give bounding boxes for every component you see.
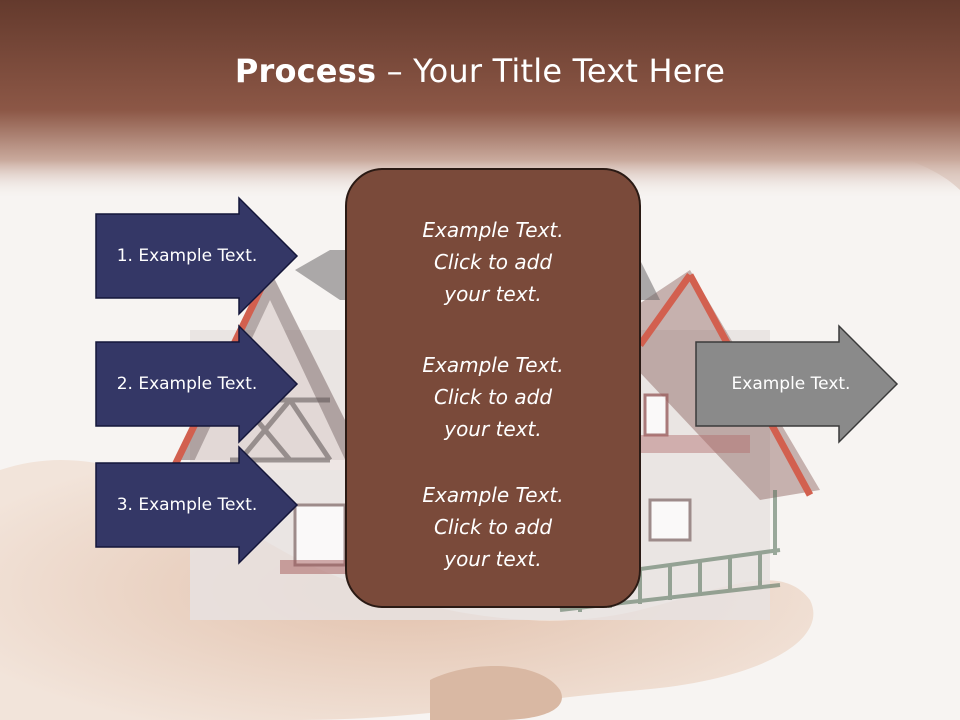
- center-block-1-line-3: your text.: [444, 282, 542, 306]
- left-arrow-1-label: 1. Example Text.: [116, 246, 258, 266]
- left-arrow-1[interactable]: [95, 196, 299, 316]
- center-block-2-line-2: Click to add: [433, 385, 553, 409]
- right-arrow[interactable]: [695, 324, 899, 444]
- left-arrow-3[interactable]: [95, 445, 299, 565]
- center-block-1-line-1: Example Text.: [422, 218, 564, 242]
- center-block-3-line-1: Example Text.: [422, 483, 564, 507]
- center-text-block-1: Example Text. Click to add your text.: [347, 214, 639, 310]
- left-arrow-2-label: 2. Example Text.: [116, 374, 258, 394]
- center-block-2-line-3: your text.: [444, 417, 542, 441]
- slide-title[interactable]: Process – Your Title Text Here: [0, 52, 960, 90]
- center-text-box[interactable]: Example Text. Click to add your text. Ex…: [345, 168, 641, 608]
- center-text-block-2: Example Text. Click to add your text.: [347, 349, 639, 445]
- center-block-1-line-2: Click to add: [433, 250, 553, 274]
- left-arrow-2[interactable]: [95, 324, 299, 444]
- left-arrow-3-label: 3. Example Text.: [116, 495, 258, 515]
- center-block-2-line-1: Example Text.: [422, 353, 564, 377]
- center-text-block-3: Example Text. Click to add your text.: [347, 479, 639, 575]
- right-arrow-label: Example Text.: [731, 374, 851, 394]
- title-bold: Process: [234, 52, 377, 90]
- title-rest: – Your Title Text Here: [376, 52, 726, 90]
- center-block-3-line-2: Click to add: [433, 515, 553, 539]
- center-block-3-line-3: your text.: [444, 547, 542, 571]
